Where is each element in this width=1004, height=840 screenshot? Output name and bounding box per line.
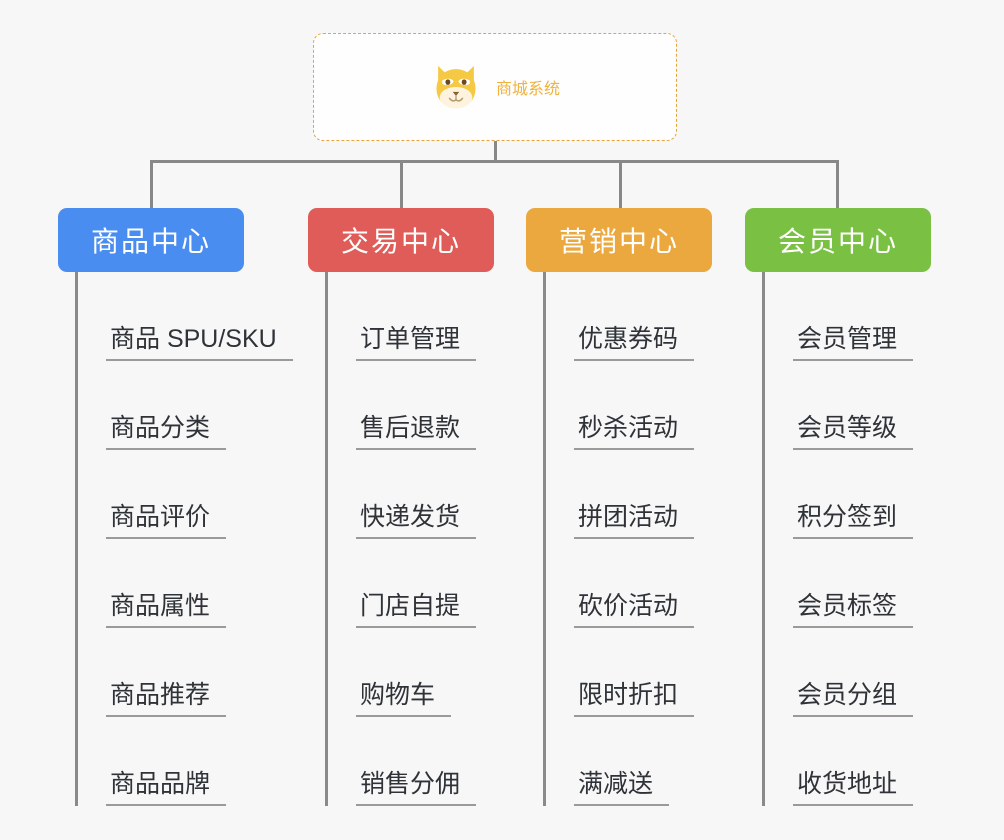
list-item[interactable]: 会员管理 <box>765 272 931 361</box>
column-header-label: 商品中心 <box>90 226 211 257</box>
leaf-label: 购物车 <box>356 681 452 717</box>
leaf-label: 收货地址 <box>793 770 914 806</box>
leaf-label: 限时折扣 <box>574 681 695 717</box>
column-body: 优惠券码 秒杀活动 拼团活动 砍价活动 限时折扣 满减送 <box>543 272 712 806</box>
connector-drop-4 <box>836 160 839 208</box>
column-header-trade-center[interactable]: 交易中心 <box>308 208 494 272</box>
leaf-label: 会员管理 <box>793 325 914 361</box>
list-item[interactable]: 满减送 <box>546 717 712 806</box>
list-item[interactable]: 售后退款 <box>328 361 494 450</box>
list-item[interactable]: 优惠券码 <box>546 272 712 361</box>
leaf-label: 快递发货 <box>356 503 477 539</box>
list-item[interactable]: 秒杀活动 <box>546 361 712 450</box>
leaf-label: 销售分佣 <box>356 770 477 806</box>
list-item[interactable]: 会员分组 <box>765 628 931 717</box>
column-marketing-center: 营销中心 优惠券码 秒杀活动 拼团活动 砍价活动 限时折扣 满减送 <box>526 208 712 806</box>
connector-drop-3 <box>619 160 622 208</box>
leaf-label: 售后退款 <box>356 414 477 450</box>
list-item[interactable]: 商品品牌 <box>78 717 244 806</box>
column-header-label: 营销中心 <box>558 226 679 257</box>
column-member-center: 会员中心 会员管理 会员等级 积分签到 会员标签 会员分组 收货地址 <box>745 208 931 806</box>
leaf-label: 会员标签 <box>793 592 914 628</box>
column-body: 会员管理 会员等级 积分签到 会员标签 会员分组 收货地址 <box>762 272 931 806</box>
root-title: 商城系统 <box>495 81 560 98</box>
list-item[interactable]: 门店自提 <box>328 539 494 628</box>
list-item[interactable]: 购物车 <box>328 628 494 717</box>
column-header-label: 交易中心 <box>340 226 461 257</box>
leaf-label: 秒杀活动 <box>574 414 695 450</box>
root-node-mall-system[interactable]: 商城系统 <box>313 33 677 141</box>
list-item[interactable]: 砍价活动 <box>546 539 712 628</box>
leaf-label: 商品 SPU/SKU <box>106 325 293 361</box>
list-item[interactable]: 商品 SPU/SKU <box>78 272 293 361</box>
leaf-label: 拼团活动 <box>574 503 695 539</box>
list-item[interactable]: 限时折扣 <box>546 628 712 717</box>
leaf-label: 商品推荐 <box>106 681 227 717</box>
leaf-label: 积分签到 <box>793 503 914 539</box>
leaf-label: 优惠券码 <box>574 325 695 361</box>
list-item[interactable]: 销售分佣 <box>328 717 494 806</box>
leaf-label: 订单管理 <box>356 325 477 361</box>
leaf-label: 商品评价 <box>106 503 227 539</box>
list-item[interactable]: 拼团活动 <box>546 450 712 539</box>
leaf-label: 会员分组 <box>793 681 914 717</box>
connector-horizontal-bus <box>150 160 839 163</box>
leaf-label: 满减送 <box>574 770 670 806</box>
leaf-label: 商品品牌 <box>106 770 227 806</box>
column-header-marketing-center[interactable]: 营销中心 <box>526 208 712 272</box>
leaf-label: 商品属性 <box>106 592 227 628</box>
list-item[interactable]: 会员等级 <box>765 361 931 450</box>
list-item[interactable]: 积分签到 <box>765 450 931 539</box>
leaf-label: 砍价活动 <box>574 592 695 628</box>
leaf-label: 会员等级 <box>793 414 914 450</box>
column-body: 商品 SPU/SKU 商品分类 商品评价 商品属性 商品推荐 商品品牌 <box>75 272 293 806</box>
column-trade-center: 交易中心 订单管理 售后退款 快递发货 门店自提 购物车 销售分佣 <box>308 208 494 806</box>
column-header-product-center[interactable]: 商品中心 <box>58 208 244 272</box>
connector-drop-1 <box>150 160 153 208</box>
column-product-center: 商品中心 商品 SPU/SKU 商品分类 商品评价 商品属性 商品推荐 商品品牌 <box>58 208 293 806</box>
leaf-label: 门店自提 <box>356 592 477 628</box>
list-item[interactable]: 订单管理 <box>328 272 494 361</box>
column-body: 订单管理 售后退款 快递发货 门店自提 购物车 销售分佣 <box>325 272 494 806</box>
list-item[interactable]: 商品推荐 <box>78 628 244 717</box>
list-item[interactable]: 会员标签 <box>765 539 931 628</box>
dog-face-icon <box>436 65 476 109</box>
connector-root-stem <box>494 141 497 163</box>
connector-drop-2 <box>400 160 403 208</box>
list-item[interactable]: 商品属性 <box>78 539 244 628</box>
list-item[interactable]: 收货地址 <box>765 717 931 806</box>
list-item[interactable]: 快递发货 <box>328 450 494 539</box>
list-item[interactable]: 商品评价 <box>78 450 244 539</box>
column-header-label: 会员中心 <box>777 226 898 257</box>
list-item[interactable]: 商品分类 <box>78 361 244 450</box>
leaf-label: 商品分类 <box>106 414 227 450</box>
column-header-member-center[interactable]: 会员中心 <box>745 208 931 272</box>
